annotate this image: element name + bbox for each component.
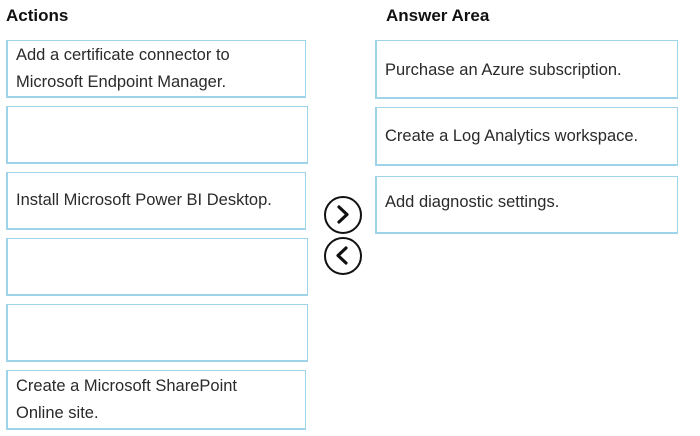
answer-item-3[interactable]: Add diagnostic settings. <box>375 176 678 234</box>
move-right-button[interactable] <box>324 196 362 234</box>
action-slot-2[interactable] <box>6 106 308 164</box>
answer-item-1[interactable]: Purchase an Azure subscription. <box>375 40 678 99</box>
chevron-left-icon <box>336 246 348 265</box>
answer-item-3-label: Add diagnostic settings. <box>385 193 560 211</box>
action-item-3-label: Install Microsoft Power BI Desktop. <box>16 191 272 209</box>
action-item-1-label: Add a certificate connector to Microsoft… <box>16 46 230 91</box>
action-slot-4[interactable] <box>6 238 308 296</box>
action-item-1[interactable]: Add a certificate connector to Microsoft… <box>6 40 306 98</box>
action-item-6-label: Create a Microsoft SharePoint Online sit… <box>16 377 238 422</box>
answer-area-heading: Answer Area <box>386 6 490 25</box>
chevron-right-icon <box>337 205 349 224</box>
answer-item-1-label: Purchase an Azure subscription. <box>385 61 622 79</box>
action-item-6[interactable]: Create a Microsoft SharePoint Online sit… <box>6 370 306 430</box>
answer-item-2[interactable]: Create a Log Analytics workspace. <box>375 107 678 166</box>
answer-item-2-label: Create a Log Analytics workspace. <box>385 127 639 145</box>
move-left-button[interactable] <box>324 237 362 275</box>
action-item-3[interactable]: Install Microsoft Power BI Desktop. <box>6 172 306 230</box>
actions-heading: Actions <box>6 6 69 25</box>
action-slot-5[interactable] <box>6 304 308 362</box>
